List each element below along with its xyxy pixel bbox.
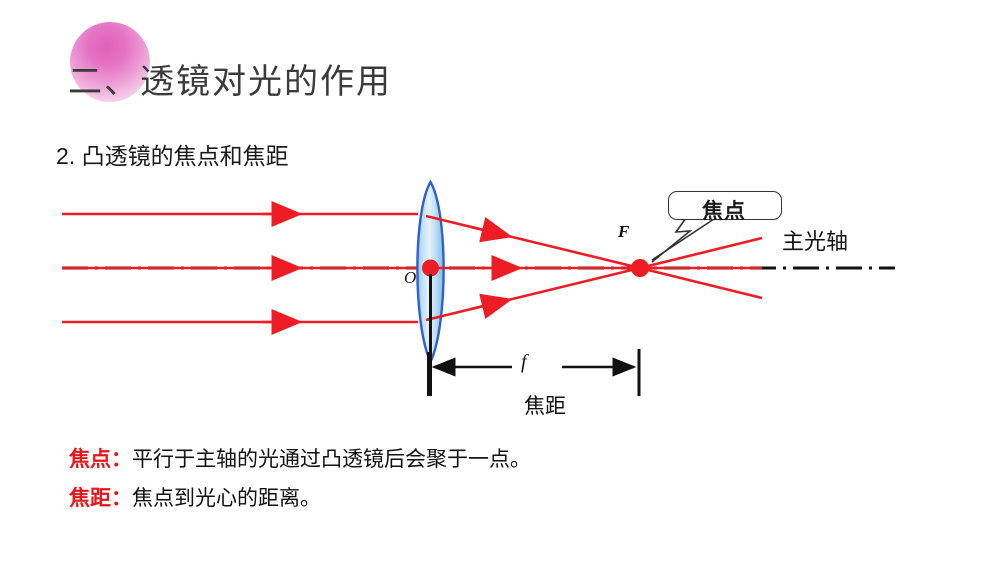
definition-term-focal-point: 焦点 (69, 448, 111, 471)
definition-body-focal-length: 焦点到光心的距离。 (132, 487, 321, 510)
focal-point-label: F (618, 222, 630, 241)
definition-body-focal-point: 平行于主轴的光通过凸透镜后会聚于一点。 (132, 448, 531, 471)
definition-focal-length: 焦距：焦点到光心的距离。 (69, 482, 321, 512)
definition-focal-point: 焦点：平行于主轴的光通过凸透镜后会聚于一点。 (69, 443, 531, 473)
focal-point (631, 259, 649, 277)
section-subtitle: 2. 凸透镜的焦点和焦距 (56, 143, 289, 169)
focal-point-callout-box (668, 191, 782, 220)
focal-point-callout-leader (651, 217, 715, 263)
incident-rays (62, 212, 418, 324)
focal-length-symbol-label: f (521, 351, 527, 373)
optical-center-label: O (404, 268, 417, 287)
principal-axis-label: 主光轴 (782, 229, 849, 254)
definition-colon-1: ： (111, 448, 132, 471)
focal-point-callout-label: 焦点 (702, 200, 746, 223)
optical-center-point (422, 259, 439, 277)
title-decoration-circle-icon (70, 22, 150, 102)
refracted-ray-arrowheads (469, 217, 523, 319)
definition-term-focal-length: 焦距 (69, 487, 111, 510)
focal-length-label: 焦距 (524, 395, 566, 418)
definition-colon-2: ： (111, 487, 132, 510)
incident-ray-arrowheads (262, 201, 303, 335)
page-title: 二、透镜对光的作用 (68, 63, 392, 101)
refracted-rays (425, 214, 763, 322)
